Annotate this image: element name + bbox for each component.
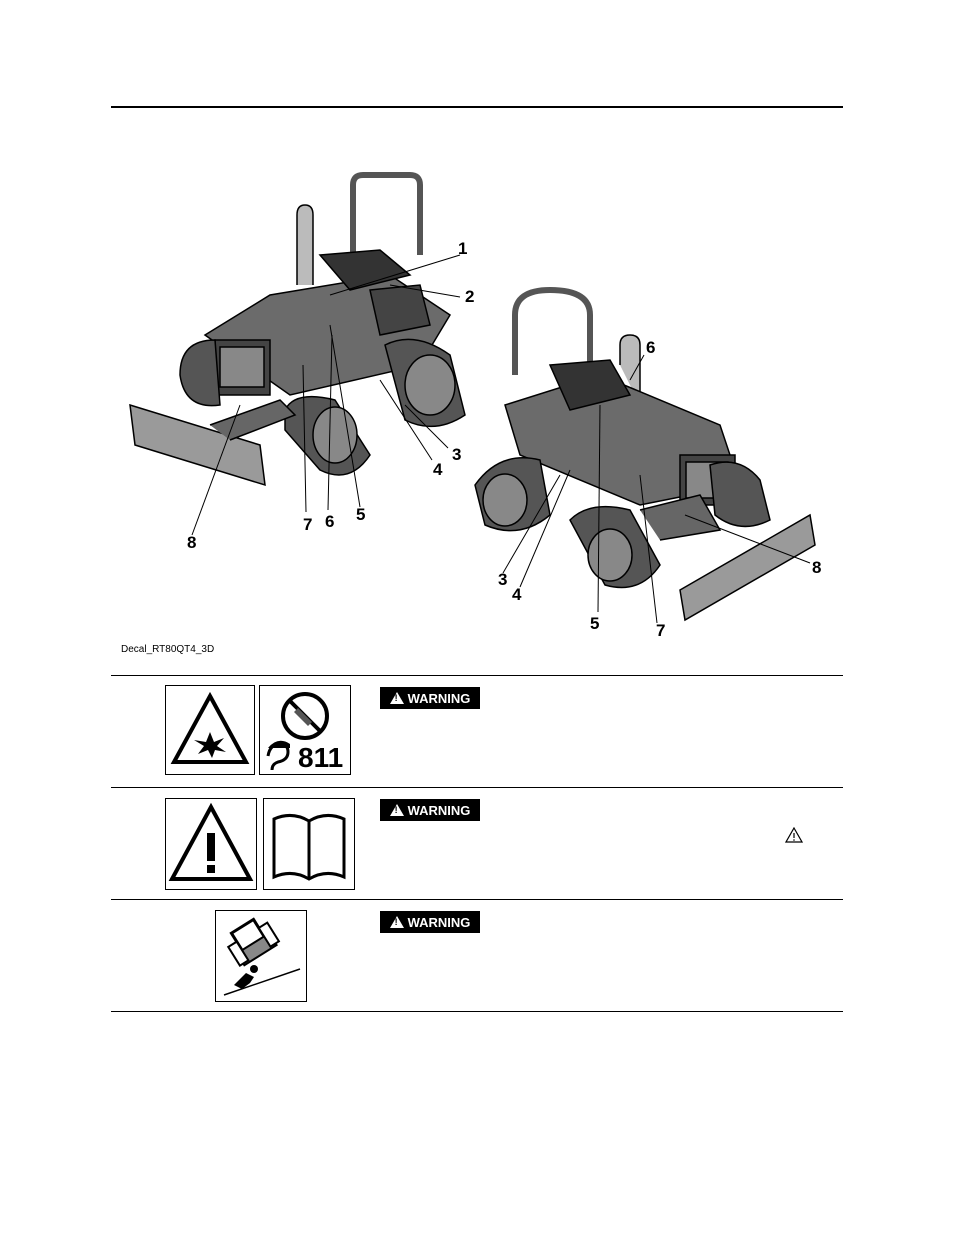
callout-left-6: 6 — [325, 512, 335, 531]
warning-label: WARNING — [407, 914, 471, 930]
small-alert-triangle-icon — [785, 827, 803, 843]
callout-left-5: 5 — [356, 505, 366, 524]
callout-right-7: 7 — [656, 621, 666, 640]
warning-badge: WARNING — [380, 911, 480, 933]
machine-illustration — [129, 172, 816, 624]
header-rule — [111, 106, 843, 108]
alert-triangle-icon — [389, 916, 404, 928]
alert-triangle-icon — [389, 692, 404, 704]
explosion-hazard-icon — [165, 685, 255, 775]
callout-right-8: 8 — [812, 558, 822, 577]
table-rule — [111, 1011, 843, 1012]
no-dig-call-811-icon: 811 — [259, 685, 351, 775]
callout-right-6: 6 — [646, 338, 656, 357]
callout-left-7: 7 — [303, 515, 313, 534]
table-rule — [111, 675, 843, 676]
callout-right-4: 4 — [512, 585, 522, 604]
general-alert-icon — [165, 798, 257, 890]
warning-label: WARNING — [407, 690, 471, 706]
warning-label: WARNING — [407, 802, 471, 818]
callout-left-2: 2 — [465, 287, 475, 306]
callout-right-5: 5 — [590, 614, 600, 633]
read-manual-icon — [263, 798, 355, 890]
table-rule — [111, 899, 843, 900]
table-rule — [111, 787, 843, 788]
warning-badge: WARNING — [380, 799, 480, 821]
warning-badge: WARNING — [380, 687, 480, 709]
callout-right-3: 3 — [498, 570, 508, 589]
figure-caption: Decal_RT80QT4_3D — [121, 644, 215, 655]
callout-left-4: 4 — [433, 460, 443, 479]
callout-left-1: 1 — [458, 239, 468, 258]
callout-left-8: 8 — [187, 533, 197, 552]
callout-left-3: 3 — [452, 445, 462, 464]
machine-decal-figure: 1 2 3 4 5 6 7 8 6 8 3 4 5 7 — [120, 165, 840, 645]
rollover-hazard-icon — [215, 910, 307, 1002]
call-811-number: 811 — [298, 742, 344, 773]
alert-triangle-icon — [389, 804, 404, 816]
